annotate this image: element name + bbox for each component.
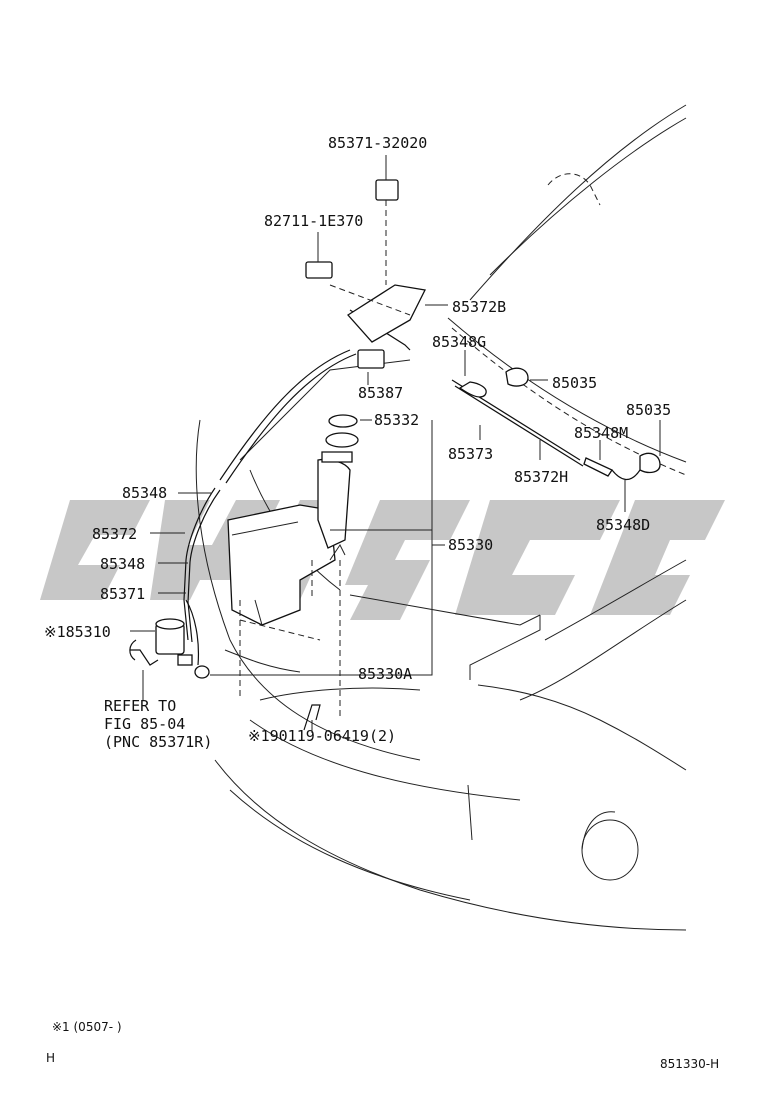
reference-note: REFER TO FIG 85-04 (PNC 85371R) (104, 697, 212, 751)
label-85372: 85372 (92, 525, 137, 543)
reference-line-3: (PNC 85371R) (104, 733, 212, 751)
label-85330: 85330 (448, 536, 493, 554)
leader-lines (130, 155, 661, 733)
label-82711-1e370: 82711-1E370 (264, 212, 363, 230)
label-85332: 85332 (374, 411, 419, 429)
label-85372b: 85372B (452, 298, 506, 316)
label-85035-b: 85035 (626, 401, 671, 419)
label-85310: ※185310 (44, 623, 111, 641)
label-85348m: 85348M (574, 424, 628, 442)
label-85373: 85373 (448, 445, 493, 463)
label-85348-b: 85348 (100, 555, 145, 573)
reference-line-2: FIG 85-04 (104, 715, 185, 733)
washer-pump (129, 618, 210, 679)
callout-labels: 85371-32020 82711-1E370 85372B 85348G 85… (44, 134, 671, 745)
label-85371-32020: 85371-32020 (328, 134, 427, 152)
label-90119-06419: ※190119-06419(2) (248, 727, 396, 745)
corner-mark: H (46, 1051, 55, 1065)
label-85372h: 85372H (514, 468, 568, 486)
vehicle-body-outline (195, 104, 687, 931)
label-85371: 85371 (100, 585, 145, 603)
label-85330a: 85330A (358, 665, 412, 683)
washer-tank (227, 414, 359, 626)
washer-hoses (183, 179, 661, 731)
reference-line-1: REFER TO (104, 697, 176, 715)
label-85035-a: 85035 (552, 374, 597, 392)
figure-code: 851330-H (660, 1057, 719, 1071)
label-85387: 85387 (358, 384, 403, 402)
footnote: ※1 (0507- ) (52, 1020, 122, 1034)
label-85348-a: 85348 (122, 484, 167, 502)
label-85348g: 85348G (432, 333, 486, 351)
label-85348d: 85348D (596, 516, 650, 534)
